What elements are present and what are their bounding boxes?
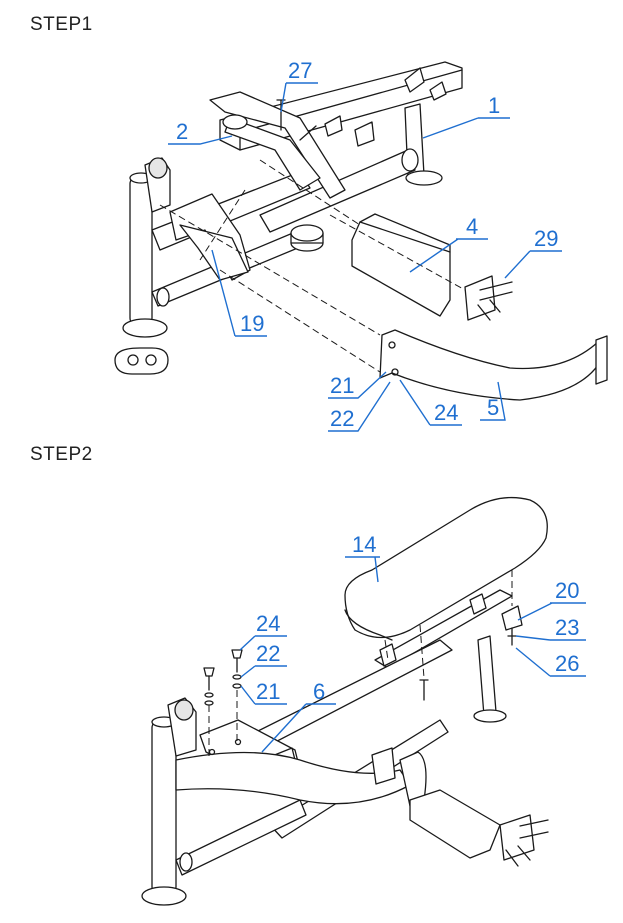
callout-19: 19: [211, 249, 267, 337]
callout-label: 20: [555, 578, 579, 603]
callout-1: 1: [422, 93, 510, 139]
step2-callouts: 14 20 23 26 24 22 21 6: [239, 532, 586, 753]
callout-label: 14: [352, 532, 376, 557]
end-plate-part: [464, 275, 513, 321]
pulley-disc-part: [290, 224, 324, 252]
bolt-stack-part: [203, 627, 517, 756]
alignment-line: [419, 624, 425, 679]
alignment-line: [159, 204, 381, 336]
callout-label: 2: [176, 119, 188, 144]
callout-label: 1: [488, 93, 500, 118]
callout-26: 26: [515, 647, 586, 677]
callout-label: 24: [256, 611, 280, 636]
callout-label: 22: [256, 641, 280, 666]
alignment-line: [329, 214, 466, 291]
pin-part: [299, 125, 317, 141]
callout-24: 24: [239, 611, 287, 651]
cover-plate-part: [409, 789, 501, 859]
callout-24: 24: [399, 379, 462, 426]
callout-22: 22: [240, 641, 287, 678]
callout-label: 27: [288, 58, 312, 83]
callout-2: 2: [168, 119, 233, 145]
callout-27: 27: [280, 58, 318, 113]
callout-6: 6: [261, 679, 336, 753]
step1-callouts: 27 1 2 4 29 19 21 22: [168, 58, 562, 432]
foot-cap-part: [114, 347, 169, 375]
callout-20: 20: [517, 578, 586, 621]
callout-label: 29: [534, 226, 558, 251]
callout-23: 23: [515, 615, 586, 641]
step1-title: STEP1: [30, 14, 93, 35]
callout-21: 21: [328, 371, 387, 399]
callout-4: 4: [409, 214, 488, 273]
callout-label: 21: [330, 373, 354, 398]
callout-label: 19: [240, 311, 264, 336]
callout-label: 21: [256, 679, 280, 704]
step2-title: STEP2: [30, 444, 93, 465]
callout-21: 21: [240, 679, 287, 705]
callout-5: 5: [480, 381, 506, 421]
callout-label: 22: [330, 406, 354, 431]
callout-14: 14: [345, 532, 380, 583]
step1-drawing: [114, 61, 608, 401]
curved-bar-part: [379, 329, 608, 401]
callout-label: 26: [555, 651, 579, 676]
post-bracket-part: [179, 224, 249, 281]
callout-label: 6: [313, 679, 325, 704]
callout-29: 29: [504, 226, 562, 279]
callout-label: 4: [466, 214, 478, 239]
cover-plate-part: [359, 221, 451, 253]
callout-label: 5: [487, 395, 499, 420]
alignment-line: [219, 269, 381, 373]
callout-22: 22: [328, 381, 391, 432]
curved-front-bar-part: [175, 747, 427, 807]
alignment-line: [199, 189, 246, 261]
end-plate-part: [499, 814, 549, 867]
callout-label: 23: [555, 615, 579, 640]
seat-pad-part: [344, 496, 548, 641]
seat-bracket-part: [209, 91, 346, 199]
callout-label: 24: [434, 400, 458, 425]
alignment-line: [384, 639, 389, 661]
alignment-line: [259, 159, 361, 226]
cover-plate-part: [351, 213, 451, 317]
step2-drawing: [141, 496, 549, 906]
